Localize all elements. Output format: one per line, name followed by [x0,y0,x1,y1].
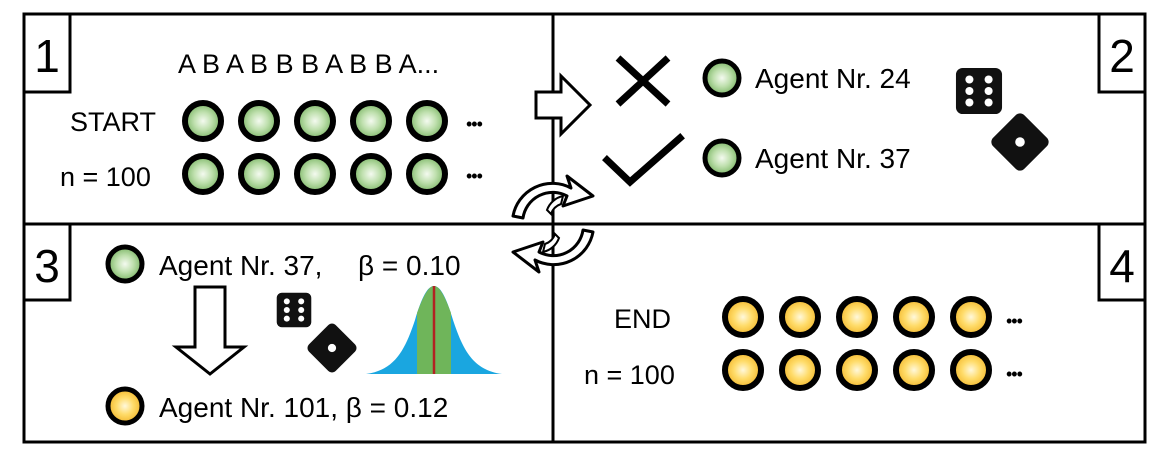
panel-number-1: 1 [22,12,72,94]
agent-circle [779,349,821,391]
row-continuation: ••• [466,166,483,186]
check-icon [602,133,685,187]
svg-text:1: 1 [34,30,60,82]
row-continuation: ••• [466,114,483,134]
agent-circle [238,153,280,195]
svg-text:3: 3 [34,240,60,292]
agent-circle [406,100,448,142]
normal-distribution-icon [366,286,502,374]
svg-text:4: 4 [1109,240,1135,292]
agent-circle [182,100,224,142]
parent-agent-label: Agent Nr. 37, [159,250,322,281]
dice-icon [305,321,359,375]
dice-icon [988,110,1052,174]
agent-circle [893,296,935,338]
parent-beta-label: β = 0.10 [358,250,461,281]
arrow-right-icon [534,72,593,138]
agent-accepted-label: Agent Nr. 37 [755,143,911,174]
agent-circle [950,296,992,338]
agent-rejected-label: Agent Nr. 24 [755,63,911,94]
agent-circle [893,349,935,391]
arrow-down-icon [171,285,249,376]
dice-icon [276,292,312,328]
start-population [182,100,448,195]
end-population [722,296,992,391]
end-label: END [614,304,671,334]
child-agent-circle [105,386,145,426]
agent-rejected-circle [702,58,742,98]
agent-circle [406,153,448,195]
row-continuation: ••• [1006,311,1023,331]
parent-agent-circle [105,244,145,284]
agent-circle [836,296,878,338]
cycle-arrows-icon [511,174,595,274]
panel-number-2: 2 [1097,12,1147,94]
agent-accepted-circle [702,138,742,178]
agent-circle [779,296,821,338]
panel-number-4: 4 [1097,222,1147,302]
agent-circle [182,153,224,195]
dice-icon [955,67,1003,115]
population-size-label: n = 100 [584,360,675,390]
panel-number-3: 3 [22,222,72,302]
agent-circle [836,349,878,391]
agent-circle [294,100,336,142]
agent-circle [950,349,992,391]
agent-circle [722,349,764,391]
child-agent-label: Agent Nr. 101, β = 0.12 [159,392,448,423]
agent-circle [238,100,280,142]
agent-circle [722,296,764,338]
row-continuation: ••• [1006,364,1023,384]
start-label: START [70,107,156,137]
population-size-label: n = 100 [60,162,151,192]
svg-text:2: 2 [1109,30,1135,82]
agent-circle [350,153,392,195]
agent-circle [350,100,392,142]
agent-circle [294,153,336,195]
cross-icon [615,55,671,107]
sequence-text: A B A B B B A B B A... [178,49,439,79]
